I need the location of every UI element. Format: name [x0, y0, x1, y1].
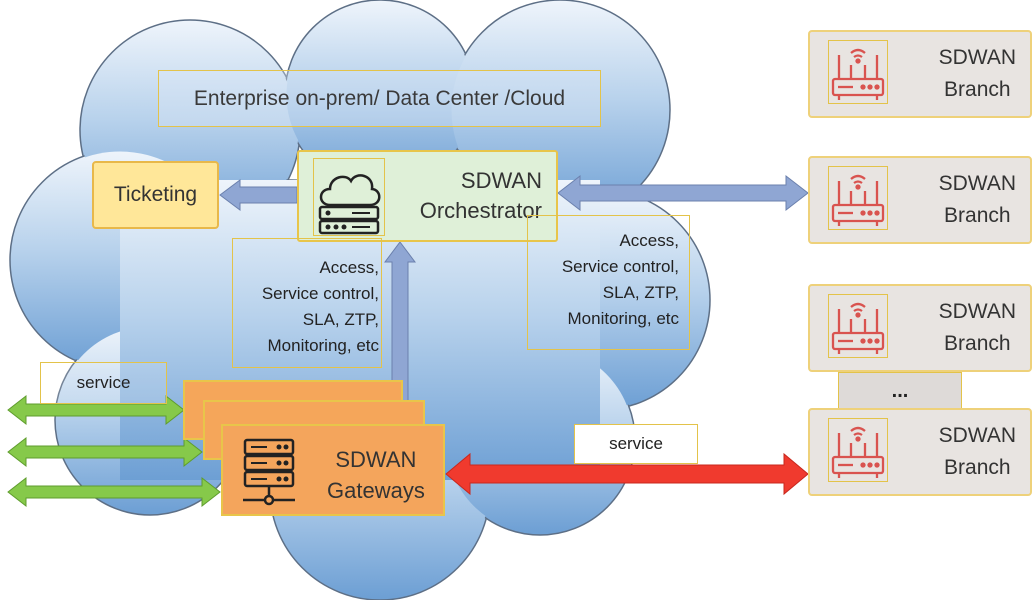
branch-label-line1: SDWAN — [938, 172, 1016, 195]
note-line: Monitoring, etc — [267, 336, 380, 355]
orchestrator-box: SDWAN Orchestrator — [297, 150, 558, 242]
cloud-server-icon — [313, 158, 385, 236]
more-branches-ellipsis: ... — [838, 372, 962, 410]
ticketing-box: Ticketing — [92, 161, 219, 229]
gateways-box: SDWAN Gateways — [221, 424, 445, 516]
branch-label-line1: SDWAN — [938, 300, 1016, 323]
router-icon — [828, 294, 888, 358]
gateways-label: SDWAN Gateways — [327, 444, 425, 506]
branch-label-line2: Branch — [944, 204, 1011, 227]
orchestrator-label: SDWAN Orchestrator — [420, 166, 542, 226]
branch-label: SDWAN Branch — [939, 420, 1016, 484]
branch-box: SDWAN Branch — [808, 284, 1032, 372]
branch-box: SDWAN Branch — [808, 156, 1032, 244]
branch-label-line2: Branch — [944, 332, 1011, 355]
server-rack-icon — [239, 438, 299, 508]
gateways-label-line1: SDWAN — [335, 447, 417, 472]
branch-label-line1: SDWAN — [938, 424, 1016, 447]
branch-label: SDWAN Branch — [939, 168, 1016, 232]
branch-label: SDWAN Branch — [939, 42, 1016, 106]
management-notes-left: Access, Service control, SLA, ZTP, Monit… — [232, 238, 382, 368]
branch-label: SDWAN Branch — [939, 296, 1016, 360]
router-icon — [828, 166, 888, 230]
router-icon — [828, 40, 888, 104]
note-line: Service control, — [561, 257, 679, 276]
service-label-left: service — [40, 362, 167, 404]
enterprise-label: Enterprise on-prem/ Data Center /Cloud — [158, 70, 601, 127]
branch-label-line2: Branch — [944, 456, 1011, 479]
branch-label-line2: Branch — [944, 78, 1011, 101]
gateways-label-line2: Gateways — [327, 478, 425, 503]
orchestrator-label-line1: SDWAN — [460, 168, 542, 193]
note-line: SLA, ZTP, — [302, 310, 379, 329]
note-line: SLA, ZTP, — [602, 283, 679, 302]
service-label-right: service — [574, 424, 698, 464]
router-icon — [828, 418, 888, 482]
management-notes-right: Access, Service control, SLA, ZTP, Monit… — [527, 215, 690, 350]
branch-box: SDWAN Branch — [808, 408, 1032, 496]
branch-box: SDWAN Branch — [808, 30, 1032, 118]
branch-label-line1: SDWAN — [938, 46, 1016, 69]
note-line: Access, — [619, 231, 679, 250]
note-line: Monitoring, etc — [567, 309, 680, 328]
note-line: Service control, — [261, 284, 379, 303]
orchestrator-label-line2: Orchestrator — [419, 198, 542, 223]
note-line: Access, — [319, 258, 379, 277]
